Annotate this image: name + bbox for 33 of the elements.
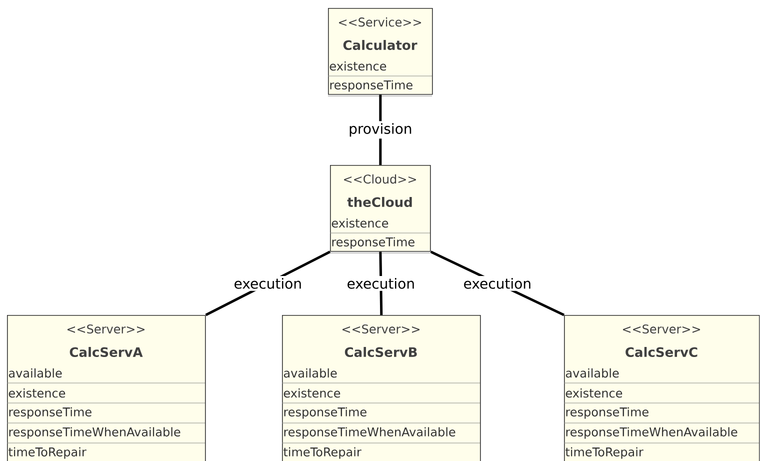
attribute-label: responseTime bbox=[566, 407, 648, 419]
stereotype-label: <<Server>> bbox=[67, 324, 145, 334]
class-name: CalcServB bbox=[344, 346, 417, 358]
attribute-label: responseTime bbox=[330, 80, 412, 92]
attribute-label: responseTime bbox=[9, 407, 92, 419]
attribute-label: responseTimeWhenAvailable bbox=[284, 427, 456, 439]
attribute-label: responseTime bbox=[284, 407, 366, 419]
attribute-label: timeToRepair bbox=[8, 447, 86, 459]
class-name: Calculator bbox=[343, 40, 418, 50]
class-name: CalcServA bbox=[70, 346, 143, 358]
stereotype-label: <<Server>> bbox=[342, 324, 420, 334]
attribute-label: existence bbox=[284, 388, 340, 398]
edge-label: provision bbox=[346, 121, 414, 139]
edge-label: execution bbox=[461, 276, 534, 291]
attribute-label: available bbox=[284, 368, 337, 378]
stereotype-label: <<Service>> bbox=[339, 17, 422, 27]
attribute-label: existence bbox=[332, 218, 388, 228]
attribute-label: responseTimeWhenAvailable bbox=[566, 427, 738, 439]
attribute-label: responseTime bbox=[332, 237, 414, 249]
attribute-label: timeToRepair bbox=[284, 447, 362, 459]
attribute-label: existence bbox=[566, 388, 622, 398]
edge-label: execution bbox=[232, 276, 304, 291]
attribute-label: responseTimeWhenAvailable bbox=[9, 427, 180, 439]
attribute-label: existence bbox=[8, 388, 66, 398]
stereotype-label: <<Cloud>> bbox=[344, 174, 416, 184]
class-name: theCloud bbox=[347, 196, 412, 208]
attribute-label: existence bbox=[330, 61, 386, 71]
attribute-label: available bbox=[8, 368, 62, 378]
stereotype-label: <<Server>> bbox=[623, 324, 700, 334]
attribute-label: available bbox=[566, 368, 619, 378]
attribute-label: timeToRepair bbox=[566, 447, 644, 459]
class-name: CalcServC bbox=[626, 346, 698, 358]
edge-label: execution bbox=[344, 276, 418, 291]
